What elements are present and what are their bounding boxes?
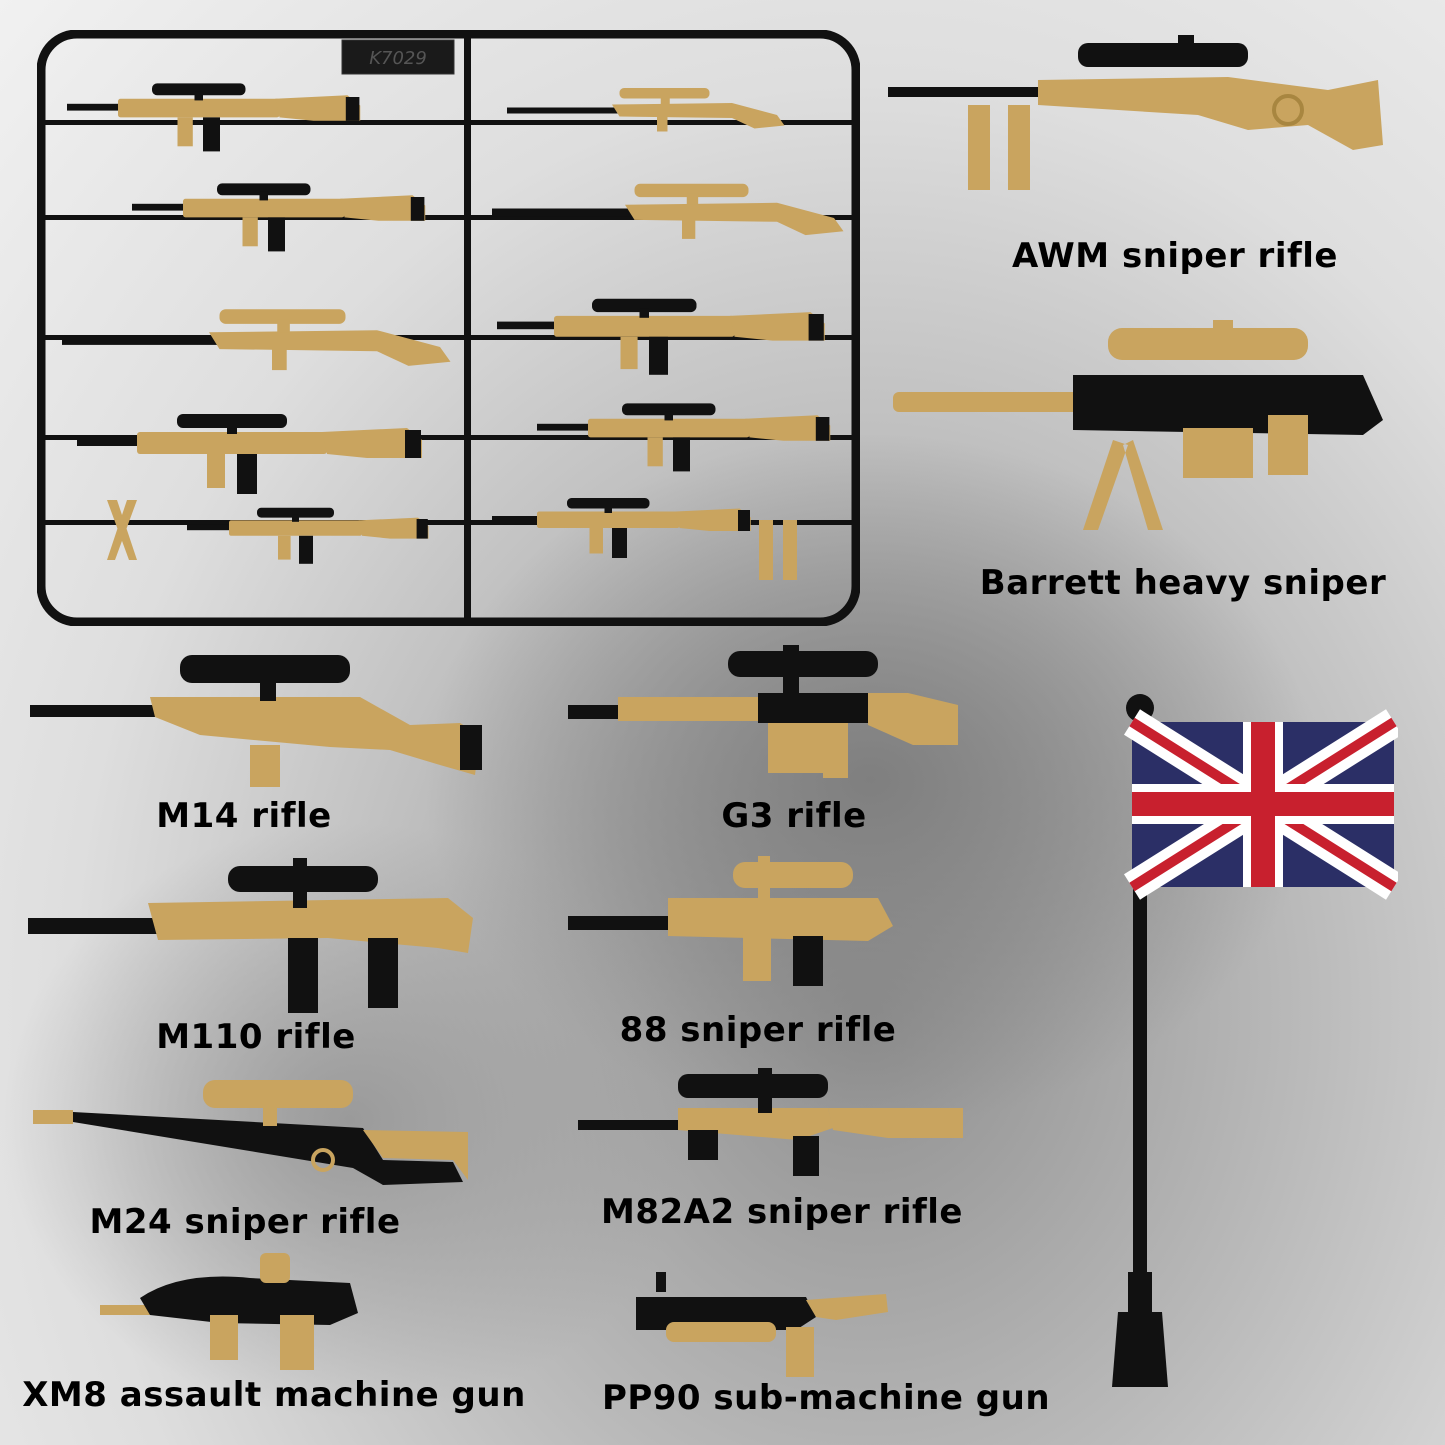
awm-sniper-rifle-icon <box>888 35 1383 190</box>
g3-label: G3 rifle <box>721 796 867 836</box>
xm8-label: XM8 assault machine gun <box>22 1375 526 1415</box>
m110-label: M110 rifle <box>156 1017 356 1057</box>
awm-label: AWM sniper rifle <box>1012 236 1338 276</box>
sprue-frame: K7029 <box>37 30 860 626</box>
sprue-code: K7029 <box>369 48 427 69</box>
m14-label: M14 rifle <box>156 796 332 836</box>
m82a2-sniper-rifle-icon <box>578 1068 963 1176</box>
m110-rifle-icon <box>28 858 473 1013</box>
88-sniper-label: 88 sniper rifle <box>619 1010 897 1050</box>
m82a2-label: M82A2 sniper rifle <box>601 1192 963 1232</box>
pp90-sub-machine-gun-icon <box>636 1272 888 1377</box>
m14-rifle-icon <box>30 655 482 787</box>
m24-sniper-rifle-icon <box>33 1080 468 1185</box>
88-sniper-rifle-icon <box>568 856 893 986</box>
union-jack-flag-icon <box>1112 694 1398 1387</box>
barrett-heavy-sniper-icon <box>893 320 1383 530</box>
m24-label: M24 sniper rifle <box>89 1202 401 1242</box>
barrett-label: Barrett heavy sniper <box>979 563 1387 603</box>
xm8-assault-machine-gun-icon <box>100 1253 358 1370</box>
g3-rifle-icon <box>568 645 958 778</box>
pp90-label: PP90 sub-machine gun <box>601 1378 1051 1418</box>
